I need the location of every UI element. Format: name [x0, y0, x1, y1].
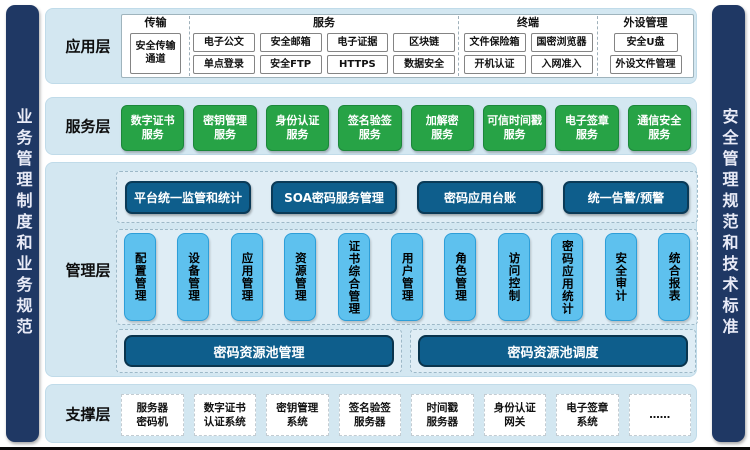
app-group-transmission: 传输 安全传输 通道 [122, 15, 189, 77]
service-item: 身份认证 服务 [265, 105, 330, 151]
right-policy-bar-label: 安全管理规范和技术标准 [719, 108, 739, 339]
management-buttons-container: 平台统一监管和统计 SOA密码服务管理 密码应用台账 统一告警/预警 [116, 171, 698, 223]
support-items-row: 服务器 密码机 数字证书 认证系统 密钥管理 系统 签名验签 服务器 时间戳 服… [121, 394, 691, 436]
management-functions-container: 配置管理 设备管理 应用管理 资源管理 证书综合管理 用户管理 角色管理 访问控… [116, 229, 698, 325]
service-item: 可信时间戳 服务 [482, 105, 547, 151]
service-item: 加解密 服务 [410, 105, 474, 151]
mgmt-button: 密码应用台账 [417, 180, 543, 214]
app-item: 安全FTP [259, 55, 322, 74]
group-title-transmission: 传输 [144, 16, 167, 29]
app-item: 入网准入 [530, 55, 593, 74]
app-item: HTTPS [326, 55, 389, 74]
mgmt-function-item: 角色管理 [444, 233, 477, 321]
mgmt-button: 统一告警/预警 [563, 180, 689, 214]
app-item: 安全邮箱 [259, 33, 322, 52]
layer-label-application: 应用层 [65, 37, 111, 56]
management-layer-band: 管理层 平台统一监管和统计 SOA密码服务管理 密码应用台账 统一告警/预警 配… [45, 162, 698, 377]
service-item: 密钥管理 服务 [193, 105, 257, 151]
app-terminal-row-2: 开机认证 入网准入 [462, 55, 594, 74]
service-item: 电子签章 服务 [555, 105, 619, 151]
app-services-row-1: 电子公文 安全邮箱 电子证据 区块链 [193, 33, 455, 52]
support-item: 时间戳 服务器 [411, 394, 474, 436]
mgmt-function-item: 统合报表 [657, 233, 690, 321]
pool-bar-scheduling: 密码资源池调度 [418, 335, 688, 367]
app-item-secure-transport-channel: 安全传输 通道 [130, 33, 181, 74]
app-services-row-2: 单点登录 安全FTP HTTPS 数据安全 [193, 55, 455, 74]
left-policy-bar-label: 业务管理制度和业务规范 [13, 108, 33, 339]
layer-label-service: 服务层 [65, 117, 111, 136]
service-layer-band: 服务层 数字证书 服务 密钥管理 服务 身份认证 服务 签名验签 服务 加解密 … [45, 97, 697, 155]
mgmt-function-item: 设备管理 [177, 233, 210, 321]
group-divider [597, 16, 598, 76]
pool-management-container: 密码资源池管理 [116, 329, 402, 373]
support-item: 签名验签 服务器 [338, 394, 401, 436]
mgmt-button: 平台统一监管和统计 [125, 180, 251, 214]
layer-label-support: 支撑层 [65, 405, 111, 423]
app-terminal-row-1: 文件保险箱 国密浏览器 [462, 33, 594, 52]
pool-bar-management: 密码资源池管理 [124, 335, 394, 367]
app-item: 区块链 [393, 33, 455, 52]
mgmt-function-item: 访问控制 [497, 233, 530, 321]
support-item: 密钥管理 系统 [266, 394, 329, 436]
layer-label-management: 管理层 [65, 261, 111, 279]
application-layer-band: 应用层 传输 安全传输 通道 服务 电子公文 安全邮箱 电子证据 区块链 单点登… [45, 8, 697, 84]
mgmt-function-item: 用户管理 [390, 233, 423, 321]
bottom-border-line [0, 447, 750, 450]
service-item: 数字证书 服务 [121, 105, 185, 151]
app-group-services: 服务 电子公文 安全邮箱 电子证据 区块链 单点登录 安全FTP HTTPS 数… [190, 15, 458, 77]
app-peripheral-row-1: 安全U盘 [601, 33, 690, 52]
app-item: 开机认证 [463, 55, 526, 74]
app-item: 文件保险箱 [463, 33, 526, 52]
mgmt-function-item: 安全审计 [604, 233, 637, 321]
app-group-terminal: 终端 文件保险箱 国密浏览器 开机认证 入网准入 [459, 15, 597, 77]
left-policy-bar: 业务管理制度和业务规范 [6, 5, 39, 442]
mgmt-function-item: 配置管理 [124, 233, 156, 321]
app-peripheral-row-2: 外设文件管理 [601, 55, 690, 74]
pool-scheduling-container: 密码资源池调度 [410, 329, 696, 373]
mgmt-function-item: 资源管理 [284, 233, 317, 321]
service-items-row: 数字证书 服务 密钥管理 服务 身份认证 服务 签名验签 服务 加解密 服务 可… [121, 105, 691, 151]
service-item: 签名验签 服务 [338, 105, 402, 151]
group-title-peripheral: 外设管理 [623, 16, 668, 29]
app-item: 国密浏览器 [530, 33, 593, 52]
support-item: 数字证书 认证系统 [193, 394, 256, 436]
support-item: 服务器 密码机 [121, 394, 184, 436]
service-item: 通信安全 服务 [627, 105, 691, 151]
app-item: 外设文件管理 [609, 55, 682, 74]
app-group-peripheral: 外设管理 安全U盘 外设文件管理 [598, 15, 693, 77]
support-item: …… [628, 394, 691, 436]
application-groups-container: 传输 安全传输 通道 服务 电子公文 安全邮箱 电子证据 区块链 单点登录 安全… [121, 14, 694, 78]
mgmt-function-item: 密码应用统计 [551, 233, 584, 321]
app-item: 数据安全 [393, 55, 455, 74]
app-item: 电子公文 [193, 33, 255, 52]
mgmt-function-item: 应用管理 [230, 233, 263, 321]
group-title-services: 服务 [313, 16, 335, 29]
group-divider [189, 16, 190, 76]
app-item: 电子证据 [326, 33, 389, 52]
support-layer-band: 支撑层 服务器 密码机 数字证书 认证系统 密钥管理 系统 签名验签 服务器 时… [45, 384, 697, 443]
app-item: 安全U盘 [613, 33, 678, 52]
mgmt-function-item: 证书综合管理 [337, 233, 370, 321]
support-item: 身份认证 网关 [483, 394, 546, 436]
mgmt-button: SOA密码服务管理 [271, 180, 397, 214]
support-item: 电子签章 系统 [556, 394, 619, 436]
group-title-terminal: 终端 [517, 16, 539, 29]
group-divider [458, 16, 459, 76]
right-policy-bar: 安全管理规范和技术标准 [712, 5, 745, 442]
app-item: 单点登录 [193, 55, 255, 74]
